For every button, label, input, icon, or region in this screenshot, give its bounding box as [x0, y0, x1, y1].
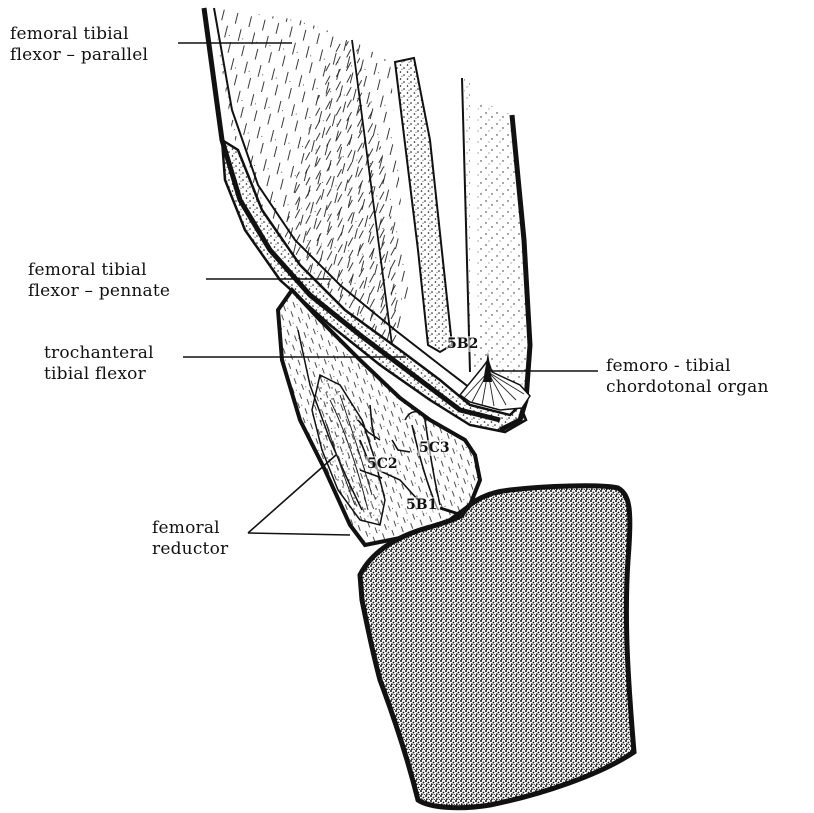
label-trochanteral-tibial-flexor: trochanteral tibial flexor: [44, 343, 154, 385]
label-reductor-line2: reductor: [152, 539, 228, 560]
leader-reductor-a: [248, 455, 336, 533]
label-chordotonal-line2: chordotonal organ: [606, 377, 769, 398]
label-pennate-line2: flexor – pennate: [28, 281, 170, 302]
label-reductor-line1: femoral: [152, 518, 228, 539]
label-parallel-line2: flexor – parallel: [10, 45, 148, 66]
label-femoral-tibial-flexor-parallel: femoral tibial flexor – parallel: [10, 24, 148, 66]
label-chordotonal-line1: femoro - tibial: [606, 356, 769, 377]
label-trochanteral-line2: tibial flexor: [44, 364, 154, 385]
label-femoro-tibial-chordotonal-organ: femoro - tibial chordotonal organ: [606, 356, 769, 398]
label-pennate-line1: femoral tibial: [28, 260, 170, 281]
nerve-tag-5c3: 5C3: [418, 440, 451, 456]
label-trochanteral-line1: trochanteral: [44, 343, 154, 364]
label-femoral-reductor: femoral reductor: [152, 518, 228, 560]
label-femoral-tibial-flexor-pennate: femoral tibial flexor – pennate: [28, 260, 170, 302]
nerve-tag-5c2: 5C2: [366, 456, 399, 472]
nerve-tag-5b1: 5B1: [405, 497, 438, 513]
label-parallel-line1: femoral tibial: [10, 24, 148, 45]
nerve-tag-5b2: 5B2: [446, 336, 479, 352]
leader-reductor-b: [248, 533, 350, 535]
